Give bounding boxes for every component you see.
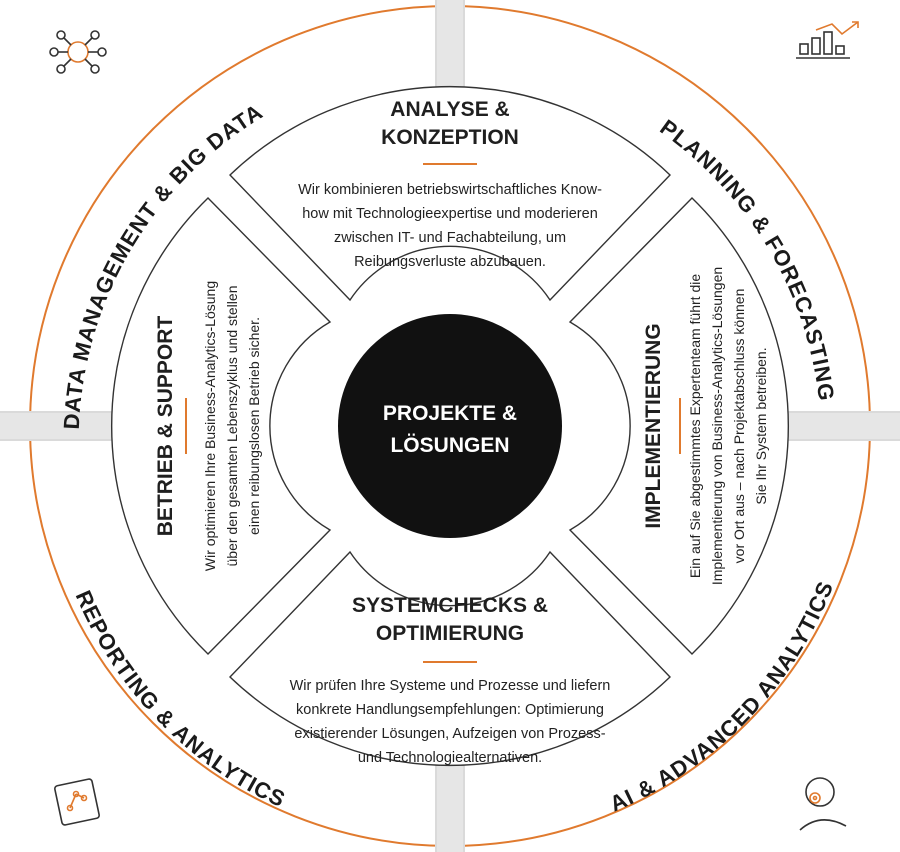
- analyse-text-3: zwischen IT- und Fachabteilung, um: [334, 230, 566, 246]
- network-node-icon: [49, 30, 107, 74]
- bar-chart-trend-icon: [796, 21, 859, 59]
- systemchecks-title-1: SYSTEMCHECKS &: [352, 594, 548, 617]
- center-line-1: PROJEKTE &: [383, 402, 517, 425]
- segment-analyse: [229, 86, 671, 302]
- betrieb-text-1: Wir optimieren Ihre Business-Analytics-L…: [202, 281, 218, 571]
- betrieb-text-2: über den gesamten Lebenszyklus und stell…: [224, 286, 240, 567]
- systemchecks-text-4: und Technologiealternativen.: [358, 750, 542, 766]
- center-line-2: LÖSUNGEN: [390, 434, 509, 457]
- implementierung-text-3: vor Ort aus – nach Projektabschluss könn…: [731, 289, 747, 564]
- analyse-text-2: how mit Technologieexpertise und moderie…: [302, 206, 598, 222]
- betrieb-title: BETRIEB & SUPPORT: [154, 316, 177, 537]
- implementierung-text-1: Ein auf Sie abgestimmtes Expertenteam fü…: [687, 274, 703, 578]
- systemchecks-title-2: OPTIMIERUNG: [376, 622, 524, 645]
- implementierung-text-4: Sie Ihr System betreiben.: [753, 347, 769, 504]
- implementierung-text-2: Implementierung von Business-Analytics-L…: [709, 267, 725, 585]
- systemchecks-text-1: Wir prüfen Ihre Systeme und Prozesse und…: [290, 678, 611, 694]
- betrieb-text-3: einen reibungslosen Betrieb sicher.: [246, 317, 262, 535]
- analyse-title-1: ANALYSE &: [390, 98, 509, 121]
- analyse-text-4: Reibungsverluste abzubauen.: [354, 254, 546, 270]
- segment-betrieb: [111, 197, 332, 655]
- analyse-text-1: Wir kombinieren betriebswirtschaftliches…: [298, 182, 602, 198]
- systemchecks-text-3: existierender Lösungen, Aufzeigen von Pr…: [294, 726, 605, 742]
- tablet-share-icon: [54, 778, 100, 826]
- user-ai-icon: [799, 777, 847, 831]
- center-circle: [338, 314, 562, 538]
- systemchecks-text-2: konkrete Handlungsempfehlungen: Optimier…: [296, 702, 604, 718]
- segment-systemchecks: [229, 550, 671, 766]
- implementierung-title: IMPLEMENTIERUNG: [642, 323, 665, 528]
- analyse-title-2: KONZEPTION: [381, 126, 519, 149]
